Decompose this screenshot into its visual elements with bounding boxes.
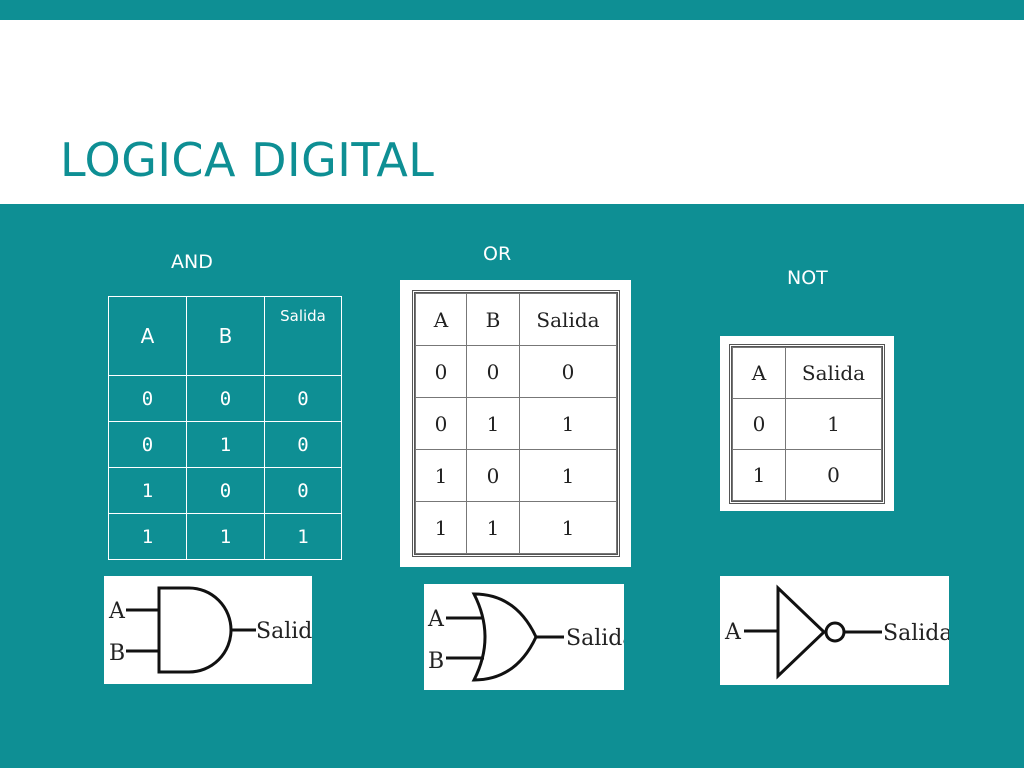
not-table-frame: A Salida 0 1 1 0 (729, 344, 885, 504)
or-gate-input-a: A (427, 607, 445, 632)
and-gate-input-a: A (108, 599, 126, 624)
table-cell: 0 (186, 375, 265, 422)
or-gate-panel: A B Salida (424, 584, 624, 690)
table-cell: 0 (466, 449, 520, 502)
table-cell: 0 (264, 421, 342, 468)
not-gate-panel: A Salida (720, 576, 949, 685)
header-cell: B (186, 296, 265, 376)
top-accent-bar (0, 0, 1024, 20)
or-gate-input-b: B (428, 649, 444, 674)
and-gate-input-b: B (109, 641, 125, 666)
table-header-row: A B Salida (415, 293, 617, 346)
table-cell: 1 (415, 501, 467, 554)
table-row: 1 0 (732, 449, 882, 501)
table-cell: 1 (108, 467, 187, 514)
table-cell: 1 (519, 397, 617, 450)
not-truth-table: A Salida 0 1 1 0 (732, 347, 882, 501)
table-cell: 0 (785, 449, 882, 501)
or-truth-table-panel: A B Salida 0 0 0 0 1 1 1 0 1 1 1 (400, 280, 631, 567)
table-cell: 1 (732, 449, 786, 501)
table-cell: 0 (186, 467, 265, 514)
not-label: NOT (787, 267, 828, 289)
not-gate-input-a: A (724, 620, 742, 645)
table-cell: 1 (186, 421, 265, 468)
or-label: OR (483, 243, 512, 265)
table-cell: 0 (732, 398, 786, 450)
or-gate-output: Salida (566, 626, 624, 651)
table-cell: 0 (264, 375, 342, 422)
table-cell: 1 (519, 449, 617, 502)
or-gate-icon: A B Salida (427, 592, 624, 682)
table-row: 0 0 0 (108, 375, 342, 422)
table-row: 0 1 0 (108, 421, 342, 468)
table-cell: 0 (466, 345, 520, 398)
table-cell: 0 (415, 397, 467, 450)
table-cell: 1 (785, 398, 882, 450)
table-header-row: A B Salida (108, 296, 342, 376)
header-cell: Salida (264, 296, 342, 376)
and-truth-table: A B Salida 0 0 0 0 1 0 1 0 0 1 1 1 (108, 296, 342, 560)
table-cell: 0 (108, 375, 187, 422)
and-label: AND (171, 251, 213, 273)
not-gate-output: Salida (883, 621, 949, 646)
and-gate-output: Salida (256, 619, 312, 644)
not-truth-table-panel: A Salida 0 1 1 0 (720, 336, 894, 511)
and-gate-panel: A B Salida (104, 576, 312, 684)
table-row: 0 1 (732, 398, 882, 450)
table-cell: 0 (519, 345, 617, 398)
table-cell: 1 (264, 513, 342, 560)
or-table-frame: A B Salida 0 0 0 0 1 1 1 0 1 1 1 (412, 290, 620, 557)
header-cell: A (108, 296, 187, 376)
table-cell: 1 (466, 501, 520, 554)
table-cell: 1 (466, 397, 520, 450)
table-cell: 0 (415, 345, 467, 398)
header-cell: Salida (785, 347, 882, 399)
or-truth-table: A B Salida 0 0 0 0 1 1 1 0 1 1 1 (415, 293, 617, 554)
table-cell: 1 (519, 501, 617, 554)
table-row: 1 0 1 (415, 449, 617, 502)
header-cell: B (466, 293, 520, 346)
table-row: 1 1 1 (415, 501, 617, 554)
title-area (0, 20, 1024, 204)
header-cell: A (732, 347, 786, 399)
table-header-row: A Salida (732, 347, 882, 399)
table-cell: 0 (108, 421, 187, 468)
header-cell: Salida (519, 293, 617, 346)
table-row: 0 0 0 (415, 345, 617, 398)
table-cell: 1 (415, 449, 467, 502)
table-row: 0 1 1 (415, 397, 617, 450)
table-row: 1 1 1 (108, 513, 342, 560)
not-gate-icon: A Salida (724, 584, 949, 680)
table-row: 1 0 0 (108, 467, 342, 514)
and-gate-icon: A B Salida (108, 586, 312, 674)
table-cell: 0 (264, 467, 342, 514)
table-cell: 1 (186, 513, 265, 560)
table-cell: 1 (108, 513, 187, 560)
header-cell: A (415, 293, 467, 346)
slide-title: LOGICA DIGITAL (60, 133, 435, 187)
